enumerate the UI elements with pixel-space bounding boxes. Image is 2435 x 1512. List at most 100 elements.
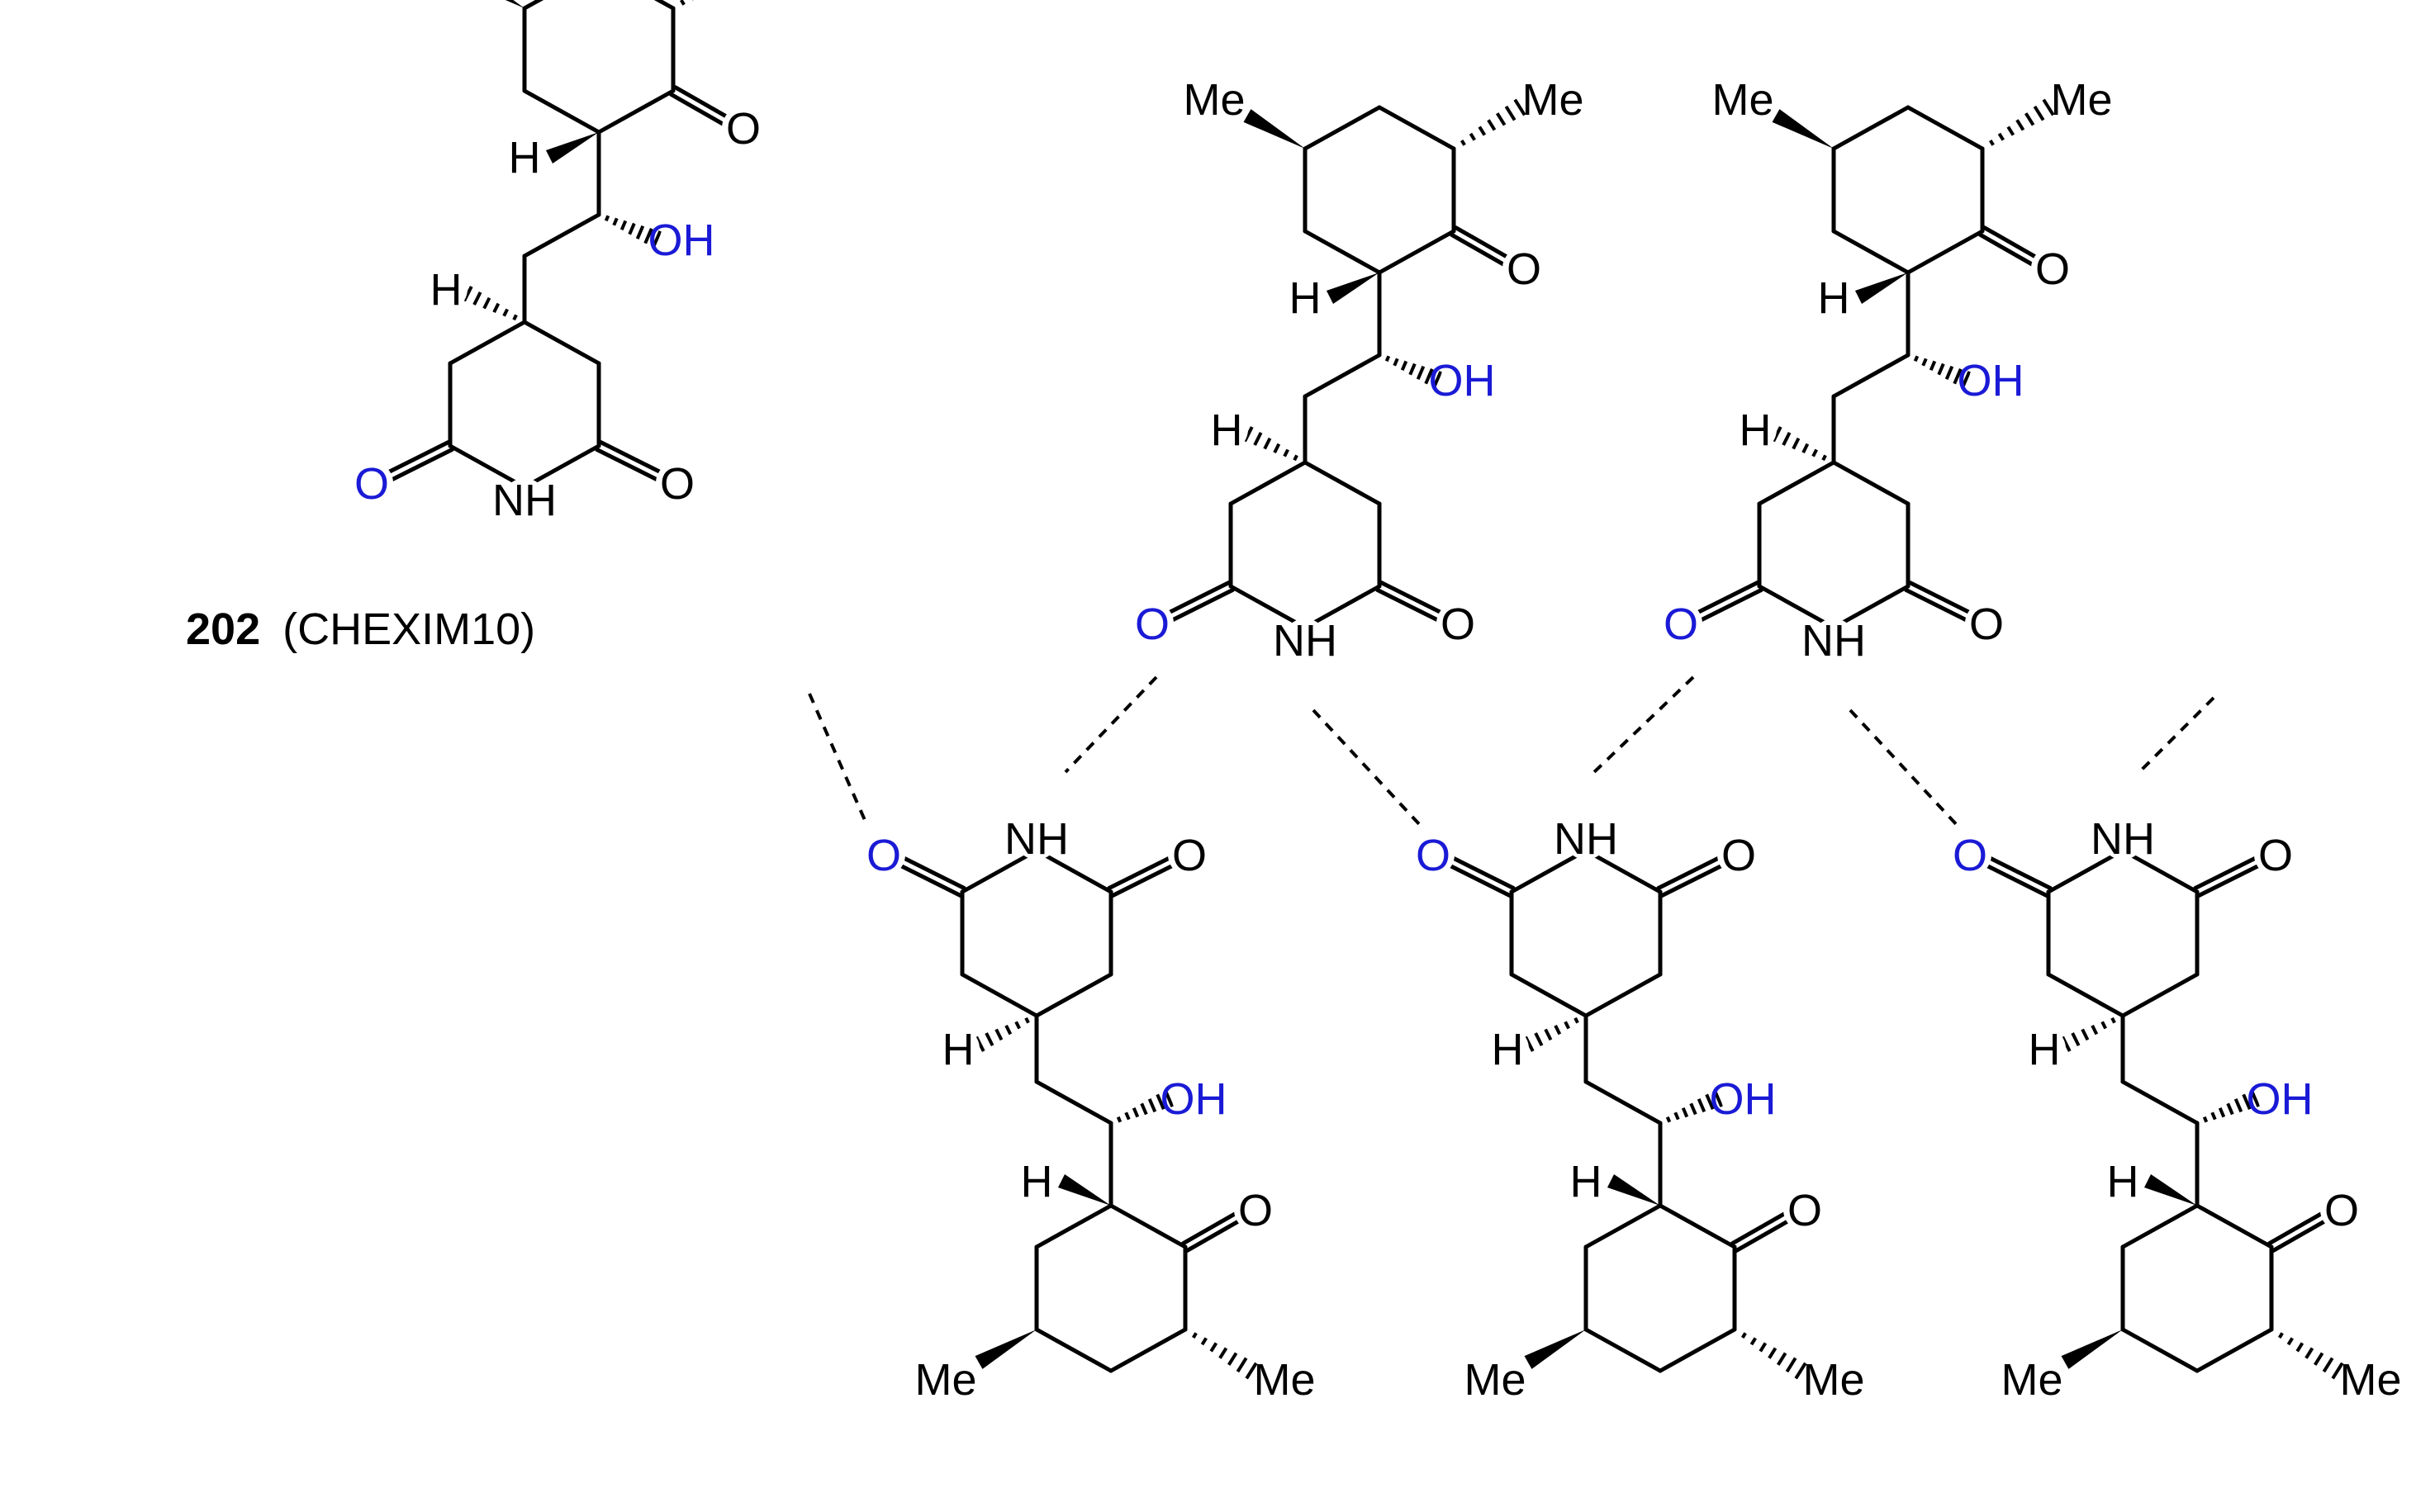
imide-nh-label-bottom-middle-mask [1564, 817, 1607, 860]
carbonyl-bond [1978, 860, 2049, 898]
oxygen-label-top-left-mask [1502, 247, 1545, 290]
stereo-wedge-bond [1854, 273, 1908, 305]
methyl-label-bottom-left: Me [914, 1355, 976, 1405]
carbonyl-bond [598, 440, 669, 478]
stereo-hash-bond-stripe [1697, 1098, 1706, 1113]
hydrogen-bond [1312, 709, 1422, 827]
molecule-compound-202 [380, 0, 735, 490]
hydrogen-bond [1592, 675, 1695, 774]
stereo-hash-bond-stripe [1283, 448, 1289, 457]
stereo-wedge-bond [545, 132, 599, 164]
ring-bond [1831, 229, 1911, 275]
molecule-top-right [1689, 98, 2055, 630]
stereo-hash-bond-stripe [1997, 132, 2005, 141]
imide-nh-label-bottom-right-mask [2101, 817, 2144, 860]
stereo-hash-bond-stripe [1794, 1362, 1807, 1380]
ketone-bond [672, 85, 735, 123]
hydroxyl-label-top-left: OH [1429, 356, 1496, 405]
stereo-hash-bond-stripe [2295, 1342, 2304, 1353]
ring-bond [1108, 1327, 1188, 1373]
methyl-label-top-left: Me [1183, 75, 1245, 125]
stereo-hash-bond-stripe [1953, 367, 1963, 385]
stereo-hash-bond-stripe [2100, 1021, 2107, 1030]
stereo-wedge-bond [505, 0, 524, 8]
ketone-bond [1982, 225, 2044, 263]
ring-bond [1034, 1203, 1113, 1249]
carbonyl-bond [2196, 860, 2267, 898]
ketone-bond [1978, 232, 2041, 270]
stereo-hash-bond-stripe [502, 308, 509, 317]
oxygen-label-bottom-right-mask [1948, 833, 1991, 876]
ketone-bond [1734, 1215, 1797, 1253]
hydrogen-label-top-left: H [1289, 273, 1322, 323]
oxygen-label-bottom-left-mask [862, 833, 905, 876]
stereo-hash-bond-stripe [1132, 1107, 1140, 1118]
stereo-hash-bond-stripe [1554, 1025, 1562, 1036]
carbonyl-bond [892, 860, 963, 898]
stereo-hash-bond-stripe [2233, 1098, 2243, 1113]
oxygen-label-bottom-middle-mask [1412, 833, 1455, 876]
hydrogen-bond [2138, 696, 2215, 774]
oxygen-label-bottom-right: O [2258, 831, 2293, 880]
ring-bond [1583, 848, 1663, 894]
ring-bond [1658, 1327, 1737, 1373]
chain-bond [522, 212, 601, 258]
stereo-hash-bond-stripe [1681, 1107, 1689, 1118]
hydrogen-label-bottom-left-mask [1015, 1159, 1058, 1202]
ring-bond [2195, 1203, 2274, 1249]
oxygen-label-top-right: O [1969, 600, 2004, 649]
ring-bond [960, 972, 1039, 1018]
ketone-bond [669, 92, 732, 130]
ring-bond [2046, 848, 2125, 894]
compound-number: 202 [186, 604, 260, 654]
methyl-label-bottom-right: Me [2001, 1355, 2062, 1405]
methyl-label-top-right: Me [2050, 75, 2112, 125]
hydroxyl-label-bottom-middle-mask [1721, 1077, 1764, 1120]
carbonyl-bond [1379, 581, 1450, 619]
stereo-hash-bond-stripe [612, 217, 619, 226]
chain-bond [1034, 1079, 1113, 1126]
stereo-hash-bond-stripe [2071, 1032, 2081, 1047]
stereo-hash-bond-stripe [2322, 1357, 2334, 1373]
carbonyl-bond [1689, 581, 1760, 619]
stereo-hash-bond-stripe [2277, 1332, 2284, 1339]
oxygen-label-top-left: O [1507, 244, 1541, 294]
ring-bond [1377, 105, 1456, 151]
ketone-bond [1453, 225, 1516, 263]
stereo-hash-bond-stripe [2226, 1102, 2234, 1116]
stereo-hash-bond-stripe [1749, 1337, 1757, 1346]
carbonyl-bond [1161, 581, 1232, 619]
stereo-hash-bond [1384, 355, 1443, 389]
stereo-hash-bond-stripe [2061, 1036, 2072, 1052]
ring-bond [1583, 1203, 1663, 1249]
stereo-hash-bond-stripe [1782, 431, 1792, 446]
ring-bond [522, 0, 544, 11]
stereo-hash-bond-stripe [2015, 119, 2025, 131]
oxygen-label-bottom-left-mask [1234, 1188, 1277, 1231]
stereo-hash-bond-stripe [1163, 1089, 1175, 1107]
stereo-hash-bond-stripe [1689, 1102, 1697, 1116]
oxygen-label-top-right-mask [2031, 247, 2074, 290]
molecule-bottom-left [892, 848, 1258, 1380]
stereo-hash-bond-stripe [2331, 1362, 2344, 1380]
oxygen-label-bottom-left: O [1172, 831, 1207, 880]
hydrogen-label-bottom-right-mask [2101, 1159, 2144, 1202]
stereo-hash-bond-stripe [2242, 1093, 2252, 1111]
imide-nh-label-bottom-left: NH [1004, 814, 1069, 864]
stereo-hash-bond-stripe [1424, 367, 1434, 385]
stereo-wedge-bond [1524, 1330, 1586, 1369]
stereo-hash-bond-stripe [1236, 1357, 1248, 1373]
stereo-hash-bond-stripe [1218, 1347, 1228, 1359]
methyl-label-top-left: Me [1521, 75, 1583, 125]
oxygen-label-bottom-left: O [1238, 1186, 1273, 1235]
stereo-hash-bond-stripe [1431, 371, 1443, 389]
stereo-hash-bond-stripe [1801, 443, 1810, 453]
stereo-hash-bond-stripe [482, 296, 491, 310]
hydrogen-label-compound-202-mask [425, 268, 468, 310]
carbonyl-bond [1659, 860, 1730, 898]
hydrogen-label-bottom-right: H [2107, 1157, 2139, 1206]
ring-bond [1034, 848, 1113, 894]
stereo-hash-bond-stripe [1673, 1111, 1680, 1121]
stereo-hash-bond-stripe [1469, 132, 1476, 141]
